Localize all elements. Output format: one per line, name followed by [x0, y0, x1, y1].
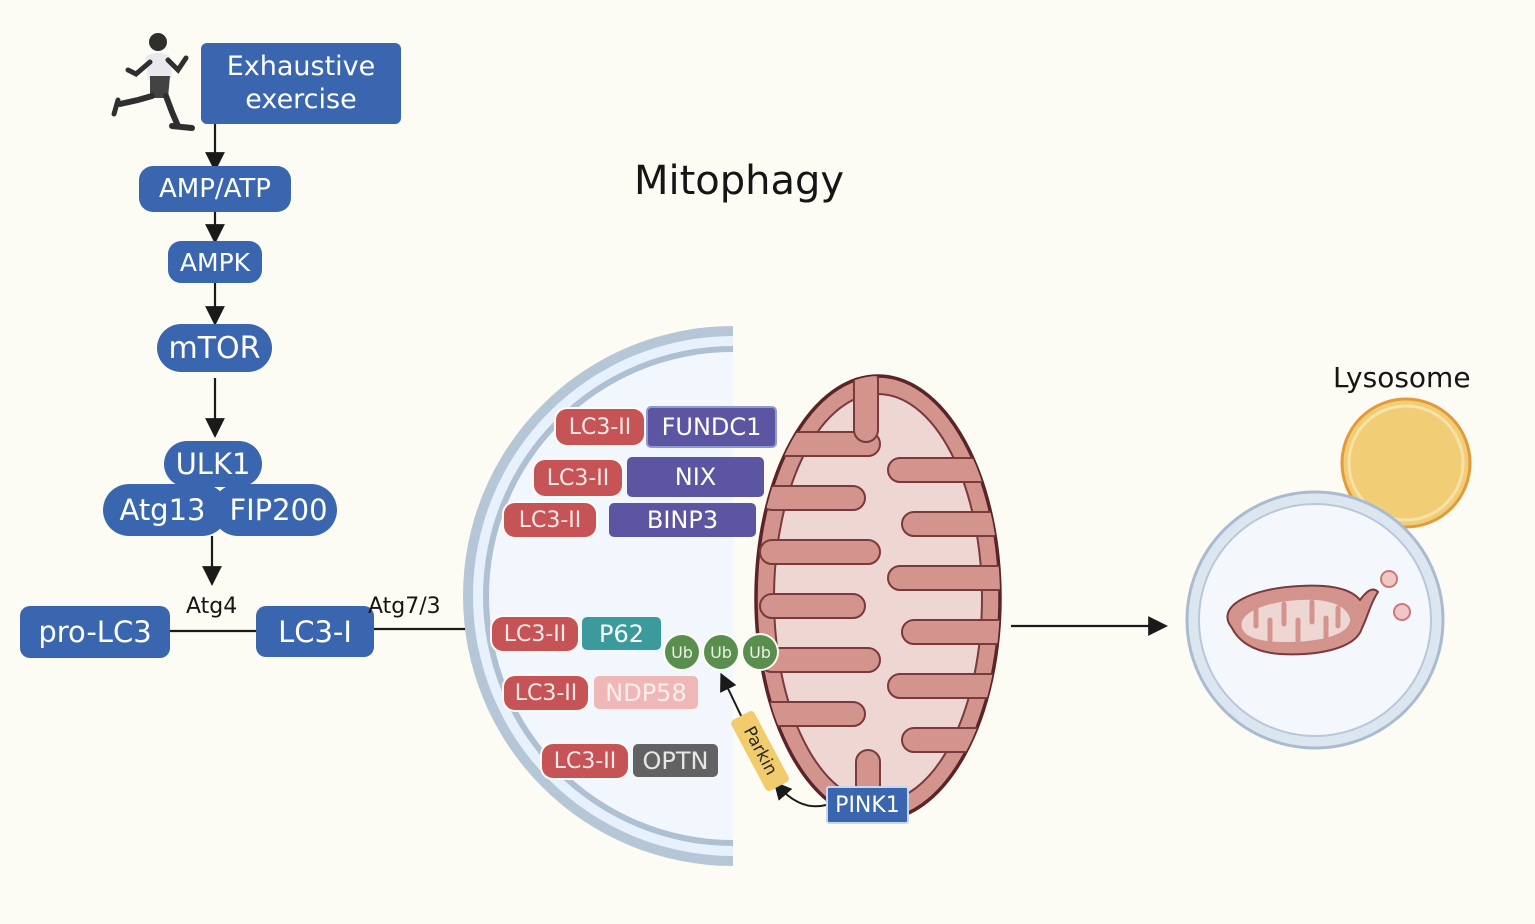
lc3-i-node: LC3-I	[256, 606, 374, 657]
lysosome	[1340, 397, 1472, 529]
ndp58-adaptor: NDP58	[594, 676, 698, 709]
fip200-node: FIP200	[212, 484, 337, 536]
ubiquitin-2: Ub	[704, 635, 738, 669]
pro-lc3-node: pro-LC3	[20, 606, 170, 658]
ulk1-node: ULK1	[164, 441, 262, 487]
lysosome-label: Lysosome	[1333, 361, 1471, 394]
diagram-title: Mitophagy	[634, 158, 845, 204]
ampk-node: AMPK	[168, 241, 262, 283]
lc3-ii-p62: LC3-II	[492, 617, 578, 651]
lc3-ii-ndp58: LC3-II	[504, 676, 588, 710]
p62-adaptor: P62	[582, 617, 661, 650]
lc3-ii-optn: LC3-II	[542, 744, 628, 778]
lc3-ii-fundc1: LC3-II	[556, 409, 644, 445]
mitochondrion	[754, 374, 1002, 822]
binp3-receptor: BINP3	[609, 503, 756, 537]
ubiquitin-3: Ub	[743, 635, 777, 669]
mtor-node: mTOR	[157, 324, 272, 372]
lc3-ii-binp3: LC3-II	[504, 503, 596, 537]
ubiquitin-1: Ub	[665, 635, 699, 669]
pathway-arrows	[170, 124, 1168, 636]
exhaustive-exercise-box: Exhaustive exercise	[201, 43, 401, 124]
exhaustive-exercise-label: Exhaustive exercise	[226, 51, 376, 115]
lc3-ii-nix: LC3-II	[534, 460, 622, 496]
amp-atp-node: AMP/ATP	[139, 166, 291, 212]
atg4-label: Atg4	[186, 594, 238, 619]
nix-receptor: NIX	[627, 457, 764, 497]
atg7-3-label: Atg7/3	[368, 594, 441, 619]
atg13-node: Atg13	[103, 484, 228, 536]
fundc1-receptor: FUNDC1	[646, 406, 777, 448]
autolysosome	[1185, 490, 1445, 750]
runner-icon	[111, 33, 195, 131]
optn-adaptor: OPTN	[633, 744, 718, 777]
pink1-node: PINK1	[826, 786, 909, 824]
